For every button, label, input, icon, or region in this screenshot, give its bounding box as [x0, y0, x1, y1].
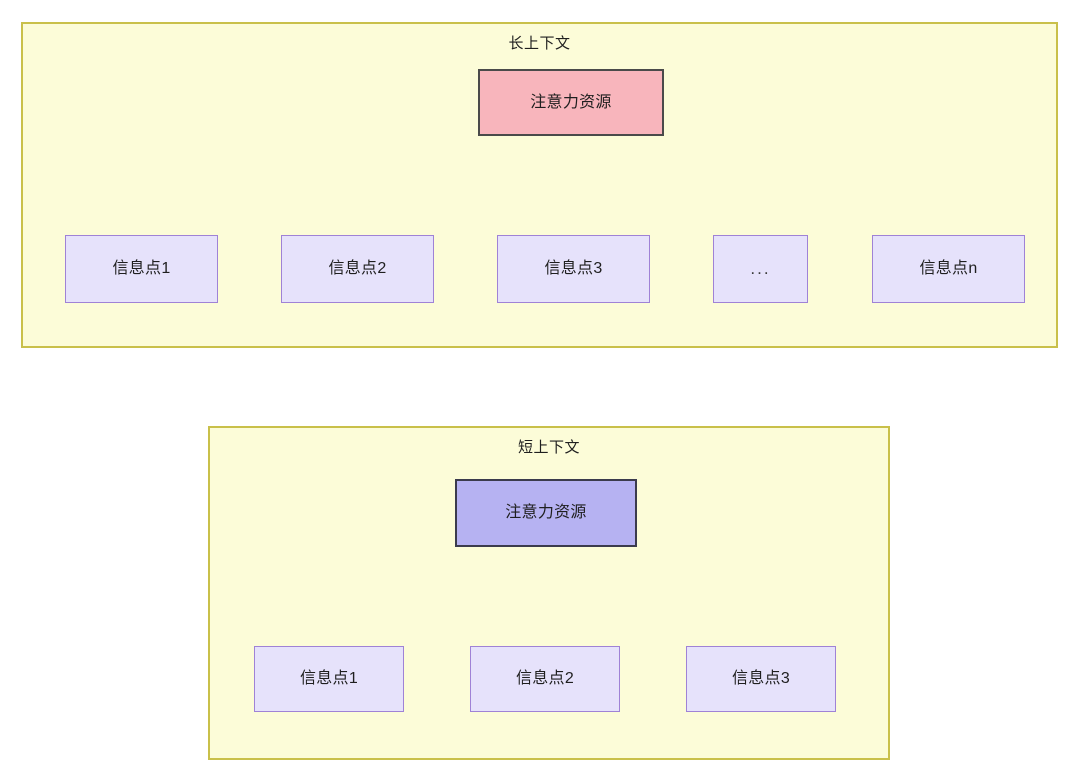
- leaf-node-info-point-1-short[interactable]: 信息点1: [254, 646, 404, 712]
- leaf-node-label: 信息点1: [299, 670, 359, 688]
- leaf-node-label: 信息点1: [112, 260, 171, 278]
- leaf-node-info-point-2-long[interactable]: 信息点2: [281, 235, 434, 303]
- leaf-node-label: ...: [750, 258, 771, 278]
- leaf-node-info-point-3-short[interactable]: 信息点3: [686, 646, 836, 712]
- leaf-node-ellipsis-long[interactable]: ...: [713, 235, 808, 303]
- group-title-long-context: 长上下文: [508, 35, 571, 52]
- leaf-node-label: 信息点n: [919, 260, 978, 278]
- group-title-short-context: 短上下文: [517, 439, 580, 456]
- leaf-node-info-point-n-long[interactable]: 信息点n: [872, 235, 1025, 303]
- leaf-node-label: 信息点2: [515, 670, 575, 688]
- root-node-label: 注意力资源: [530, 93, 612, 111]
- leaf-node-info-point-3-long[interactable]: 信息点3: [497, 235, 650, 303]
- leaf-node-label: 信息点3: [731, 670, 791, 688]
- root-node-label: 注意力资源: [505, 504, 587, 522]
- leaf-node-info-point-1-long[interactable]: 信息点1: [65, 235, 218, 303]
- leaf-node-info-point-2-short[interactable]: 信息点2: [470, 646, 620, 712]
- root-node-attention-resource-long[interactable]: 注意力资源: [478, 69, 664, 136]
- leaf-node-label: 信息点2: [328, 260, 387, 278]
- root-node-attention-resource-short[interactable]: 注意力资源: [455, 479, 637, 547]
- leaf-node-label: 信息点3: [544, 260, 603, 278]
